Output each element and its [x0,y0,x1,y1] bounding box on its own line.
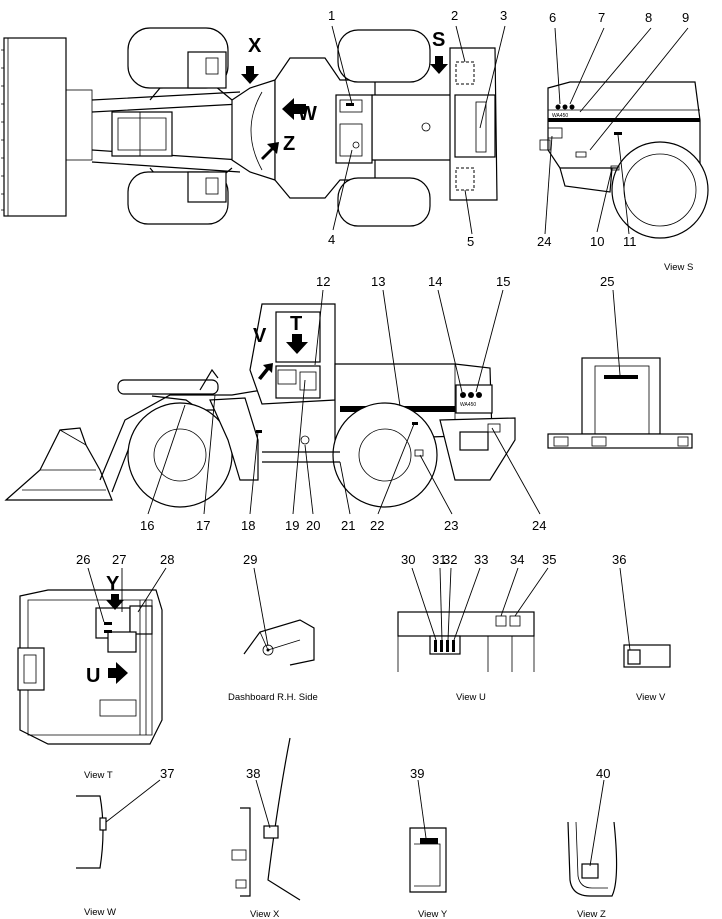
view-s-letter: S [432,29,445,51]
view-w-drawing [76,795,107,869]
view-s-model-plate: WA450 [552,113,568,119]
callout-7: 7 [598,10,605,25]
callout-26: 26 [76,552,90,567]
callout-14: 14 [428,274,442,289]
rear-panel-drawing [547,357,693,449]
callout-20: 20 [306,518,320,533]
view-t-arrow [286,334,308,354]
caption-view-u: View U [456,692,486,703]
callout-39: 39 [410,766,424,781]
view-s-drawing: WA450 [539,81,709,239]
callout-30: 30 [401,552,415,567]
callout-13: 13 [371,274,385,289]
view-z-letter: Z [283,133,295,155]
view-y-arrow [106,594,124,610]
callout-31: 31 [432,552,446,567]
callout-24-top: 24 [537,234,551,249]
callout-2: 2 [451,8,458,23]
view-u-drawing [397,611,535,672]
callout-33: 33 [474,552,488,567]
view-t-drawing [17,589,163,745]
callout-11: 11 [623,234,637,249]
side-model-plate: WA450 [460,402,476,408]
caption-view-w: View W [84,907,116,918]
callout-25: 25 [600,274,614,289]
caption-view-s: View S [664,262,693,273]
view-w-letter: W [298,103,317,125]
view-v-drawing [623,644,671,668]
callout-32: 32 [443,552,457,567]
top-view-loader [1,27,498,227]
callout-24-side: 24 [532,518,546,533]
view-v-letter: V [253,325,267,347]
callout-12: 12 [316,274,330,289]
callout-18: 18 [241,518,255,533]
view-x-arrow [241,66,259,84]
callout-29: 29 [243,552,257,567]
callout-15: 15 [496,274,510,289]
callout-38: 38 [246,766,260,781]
callout-5: 5 [467,234,474,249]
view-s-arrow [430,56,448,74]
view-t-letter: T [290,313,302,335]
side-view-loader: WA450 [4,303,516,508]
callout-8: 8 [645,10,652,25]
callout-35: 35 [542,552,556,567]
view-w-arrow [282,98,306,120]
callout-16: 16 [140,518,154,533]
callout-10: 10 [590,234,604,249]
view-y-drawing [409,827,447,893]
callout-34: 34 [510,552,524,567]
callout-4: 4 [328,232,335,247]
callout-21: 21 [341,518,355,533]
dashboard-drawing [243,619,315,666]
callout-6: 6 [549,10,556,25]
view-z-drawing [567,821,618,897]
callout-27: 27 [112,552,126,567]
caption-view-z: View Z [577,909,606,919]
view-y-letter: Y [106,573,120,595]
view-z-arrow [261,142,279,160]
callout-3: 3 [500,8,507,23]
callout-19: 19 [285,518,299,533]
view-u-letter: U [86,665,100,687]
view-v-arrow [258,363,273,380]
view-x-drawing [231,737,301,901]
callout-36: 36 [612,552,626,567]
callout-23: 23 [444,518,458,533]
callout-28: 28 [160,552,174,567]
caption-dashboard: Dashboard R.H. Side [228,692,318,703]
caption-view-v: View V [636,692,666,703]
caption-view-y: View Y [418,909,448,919]
callout-37: 37 [160,766,174,781]
callout-17: 17 [196,518,210,533]
callout-40: 40 [596,766,610,781]
view-u-arrow [108,662,128,684]
callout-22: 22 [370,518,384,533]
caption-view-t: View T [84,770,113,781]
view-x-letter: X [248,35,262,57]
callout-9: 9 [682,10,689,25]
callout-1: 1 [328,8,335,23]
caption-view-x: View X [250,909,280,919]
